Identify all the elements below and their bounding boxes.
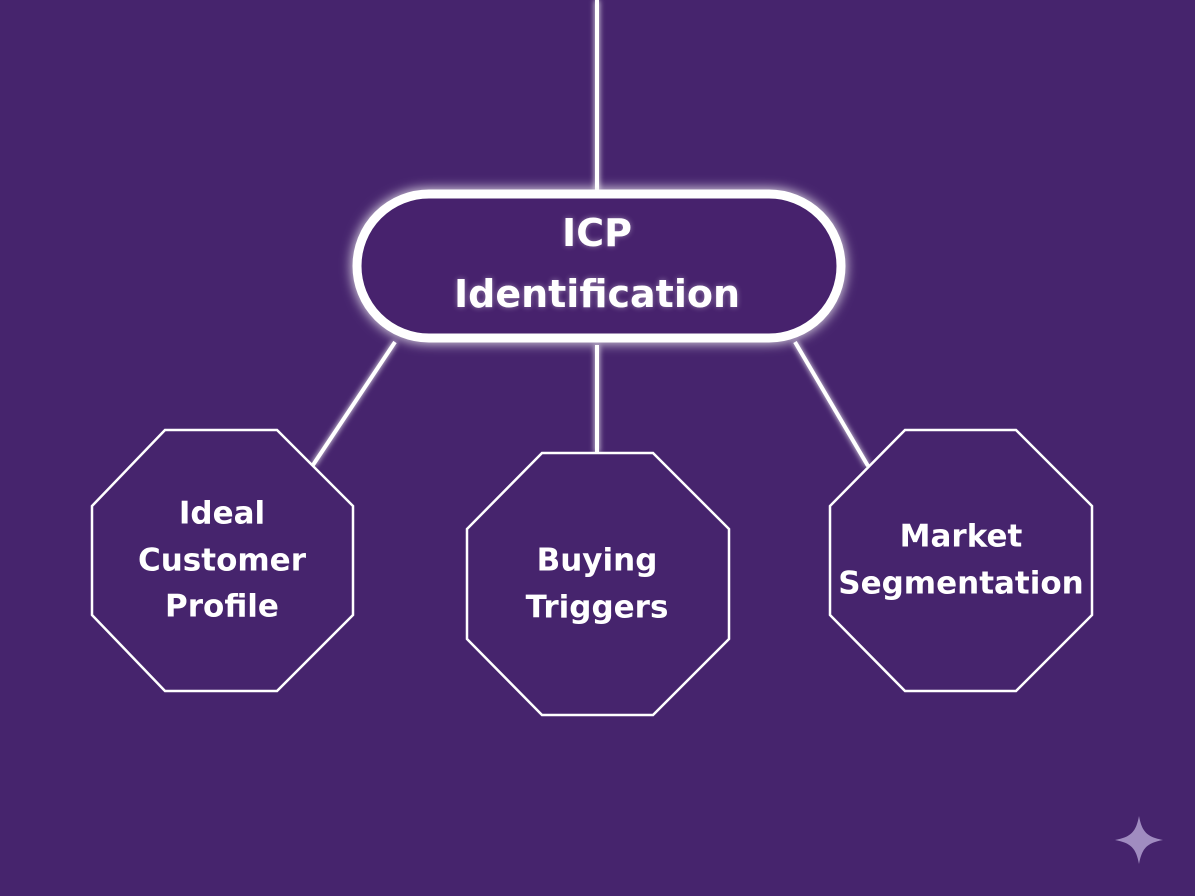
node-label-line: Triggers xyxy=(525,589,669,625)
connector-right xyxy=(793,340,870,468)
root-label-line: ICP xyxy=(562,211,632,256)
node-label-line: Market xyxy=(899,518,1023,555)
child-node-label-3: Market Segmentation xyxy=(838,514,1084,607)
node-label-line: Ideal xyxy=(178,495,266,532)
child-node-octagon-1 xyxy=(90,428,355,693)
child-node-label-1: Ideal Customer Profile xyxy=(138,490,306,630)
sparkle-icon xyxy=(1115,816,1163,864)
node-label-line: Customer xyxy=(137,541,307,578)
node-label-line: Profile xyxy=(165,588,279,625)
child-node-octagon-3 xyxy=(828,428,1094,693)
root-node-label: ICP Identification xyxy=(454,203,740,325)
root-label-line: Identification xyxy=(453,272,741,316)
child-node-octagon-2 xyxy=(465,451,731,717)
child-node-label-2: Buying Triggers xyxy=(526,538,669,631)
root-node-pill xyxy=(352,189,846,343)
node-label-line: Segmentation xyxy=(838,565,1084,601)
node-label-line: Buying xyxy=(536,542,658,579)
connector-left xyxy=(311,340,397,467)
